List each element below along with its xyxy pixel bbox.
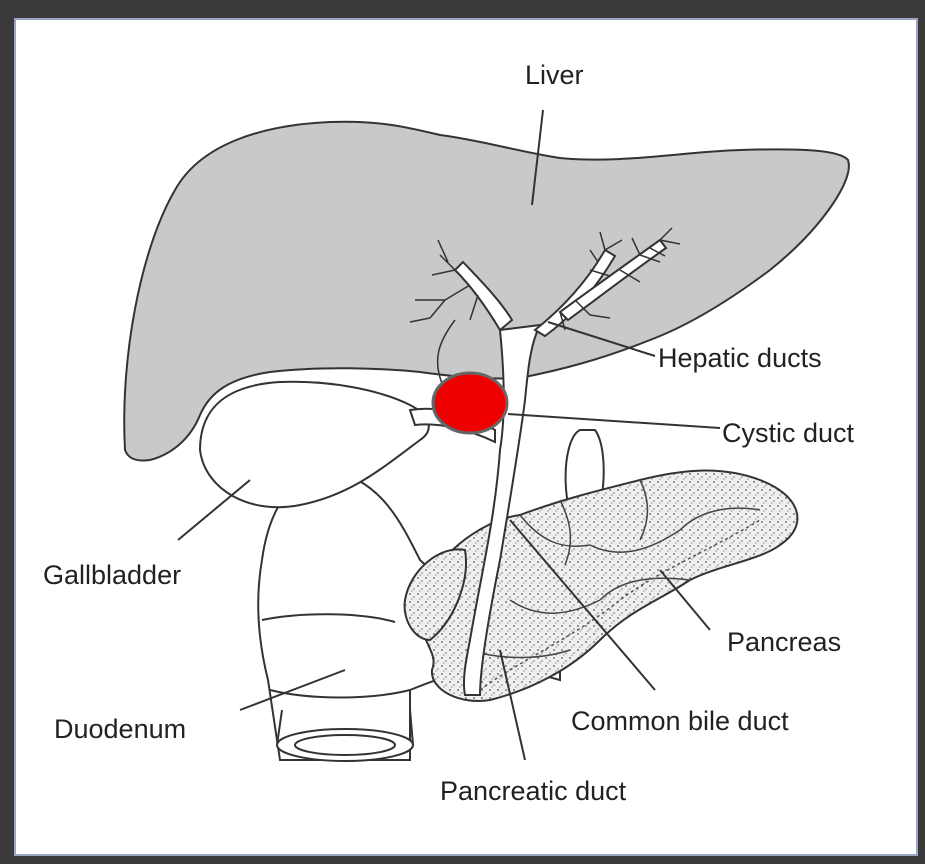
- label-cystic-duct: Cystic duct: [722, 418, 855, 448]
- label-common-bile-duct: Common bile duct: [571, 706, 789, 736]
- label-pancreas: Pancreas: [727, 627, 841, 657]
- label-duodenum: Duodenum: [54, 714, 186, 744]
- red-marker: [433, 373, 507, 433]
- gallbladder-shape: [200, 382, 429, 507]
- label-pancreatic-duct: Pancreatic duct: [440, 776, 627, 806]
- label-hepatic-ducts: Hepatic ducts: [658, 343, 822, 373]
- label-liver: Liver: [525, 60, 584, 90]
- label-gallbladder: Gallbladder: [43, 560, 181, 590]
